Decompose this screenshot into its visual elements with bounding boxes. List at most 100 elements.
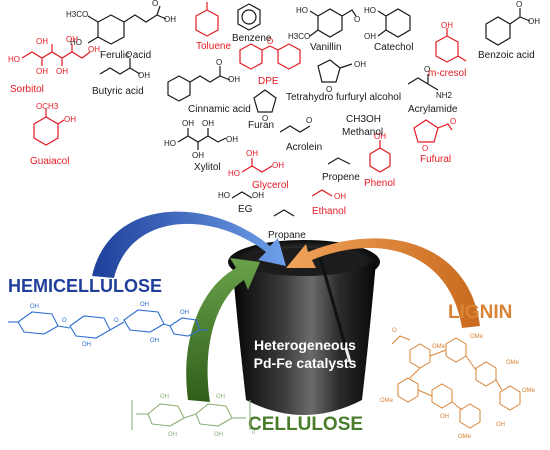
catalyst-label-line1: Heterogeneous xyxy=(254,337,356,353)
eg-structure xyxy=(231,191,253,199)
sorbitol-oh-label-2: OH xyxy=(36,67,48,76)
hemi-oh-label-2: OH xyxy=(82,342,91,348)
cellulose-arrow xyxy=(186,258,260,402)
ferulic-h3co-label: H3CO xyxy=(66,10,88,19)
sorbitol-oh-label-4: OH xyxy=(56,67,68,76)
vanillin-structure xyxy=(309,8,357,38)
ferulic-acid-label: Ferulic acid xyxy=(100,50,151,61)
furan-label: Furan xyxy=(248,120,274,131)
thfa-structure xyxy=(317,59,353,83)
cellulose-label: CELLULOSE xyxy=(248,414,363,435)
hemi-oh-label-4: OH xyxy=(150,338,159,344)
guaiacol-och3-label: OCH3 xyxy=(36,102,59,111)
ferulic-acid-structure xyxy=(87,5,167,45)
catechol-ho-label: HO xyxy=(364,6,376,15)
dpe-label: DPE xyxy=(258,76,279,87)
butyric-o-label: O xyxy=(126,50,132,59)
ethanol-oh-label: OH xyxy=(334,192,346,201)
benzoic-oh-label: OH xyxy=(528,17,540,26)
sorbitol-oh-label-1: OH xyxy=(36,37,48,46)
glycerol-ho-label: HO xyxy=(228,169,240,178)
thfa-oh-label: OH xyxy=(354,60,366,69)
propane-structure xyxy=(273,209,295,217)
lignin-o-label-1: O xyxy=(392,328,397,334)
lignin-structure xyxy=(391,335,521,429)
fufural-label: Fufural xyxy=(420,154,451,165)
lignin-ome-label-6: OMe xyxy=(458,434,472,440)
butyric-acid-label: Butyric acid xyxy=(92,86,144,97)
xylitol-structure xyxy=(177,128,227,150)
m-cresol-oh-label: OH xyxy=(441,21,453,30)
sorbitol-label: Sorbitol xyxy=(10,84,44,95)
ferulic-o-label: O xyxy=(152,0,158,8)
lignin-ome-label-3: OMe xyxy=(506,360,520,366)
phenol-structure xyxy=(369,140,391,173)
dpe-o-label: O xyxy=(267,37,273,46)
propene-label: Propene xyxy=(322,172,360,183)
hemicellulose-structure xyxy=(8,309,208,339)
cell-oh-label-1: OH xyxy=(160,394,169,400)
glycerol-oh-label-1: OH xyxy=(246,149,258,158)
cinnamic-acid-label: Cinnamic acid xyxy=(188,104,251,115)
ethanol-label: Ethanol xyxy=(312,206,346,217)
cell-oh-label-4: OH xyxy=(214,432,223,438)
butyric-acid-structure xyxy=(99,58,141,75)
vanillin-ho-label: HO xyxy=(296,6,308,15)
benzene-label: Benzene xyxy=(232,33,272,44)
hemicellulose-label: HEMICELLULOSE xyxy=(8,276,162,296)
xylitol-oh-label-2: OH xyxy=(192,151,204,160)
lignin-oh-label-2: OH xyxy=(496,422,505,428)
toluene-label: Toluene xyxy=(196,41,231,52)
sorbitol-ho-label: HO xyxy=(8,55,20,64)
guaiacol-structure xyxy=(33,109,65,146)
lignin-ome-label-4: OMe xyxy=(522,388,536,394)
fufural-cho-label: O xyxy=(450,117,456,126)
benzoic-o-label: O xyxy=(516,0,522,9)
cell-n-label: n xyxy=(252,430,255,436)
hemi-oh-label-5: OH xyxy=(180,310,189,316)
m-cresol-label: m-cresol xyxy=(428,68,466,79)
catechol-structure xyxy=(377,8,411,38)
cinnamic-acid-structure xyxy=(167,66,231,102)
propene-structure xyxy=(327,157,351,165)
cellulose-structure xyxy=(131,400,251,430)
cinnamic-oh-label: OH xyxy=(228,75,240,84)
methanol-formula-label: CH3OH xyxy=(346,114,381,125)
guaiacol-oh-label: OH xyxy=(64,115,76,124)
dpe-structure xyxy=(239,43,301,70)
acrolein-structure xyxy=(279,125,311,133)
benzene-structure xyxy=(237,3,261,31)
vanillin-label: Vanillin xyxy=(310,42,342,53)
hemi-oh-label-3: OH xyxy=(140,302,149,308)
eg-label: EG xyxy=(238,204,253,215)
glycerol-structure xyxy=(241,158,273,173)
lignin-oh-label-1: OH xyxy=(440,414,449,420)
guaiacol-label: Guaiacol xyxy=(30,156,69,167)
hemi-o-label-1: O xyxy=(62,318,67,324)
phenol-label: Phenol xyxy=(364,178,395,189)
phenol-oh-label: OH xyxy=(374,132,386,141)
catalyst-label-line2: Pd-Fe catalysts xyxy=(254,355,357,371)
xylitol-ho-label: HO xyxy=(164,139,176,148)
acrylamide-structure xyxy=(407,74,439,91)
thfa-label: Tetrahydro furfuryl alcohol xyxy=(286,92,401,103)
fufural-structure xyxy=(413,119,453,143)
acrolein-label: Acrolein xyxy=(286,142,322,153)
ethanol-structure xyxy=(311,189,333,197)
benzoic-acid-structure xyxy=(485,8,531,46)
xylitol-label: Xylitol xyxy=(194,162,221,173)
xylitol-oh-label-3: OH xyxy=(202,119,214,128)
acrolein-o-label: O xyxy=(306,116,312,125)
acrylamide-label: Acrylamide xyxy=(408,104,458,115)
ferulic-oh-label: OH xyxy=(164,15,176,24)
catechol-label: Catechol xyxy=(374,42,413,53)
lignin-ome-label-2: OMe xyxy=(470,334,484,340)
cell-oh-label-2: OH xyxy=(216,394,225,400)
propane-label: Propane xyxy=(268,230,306,241)
m-cresol-structure xyxy=(435,28,467,63)
cell-oh-label-3: OH xyxy=(168,432,177,438)
hemi-oh-label-1: OH xyxy=(30,304,39,310)
sorbitol-oh-label-5: OH xyxy=(88,45,100,54)
xylitol-oh-label-1: OH xyxy=(182,119,194,128)
